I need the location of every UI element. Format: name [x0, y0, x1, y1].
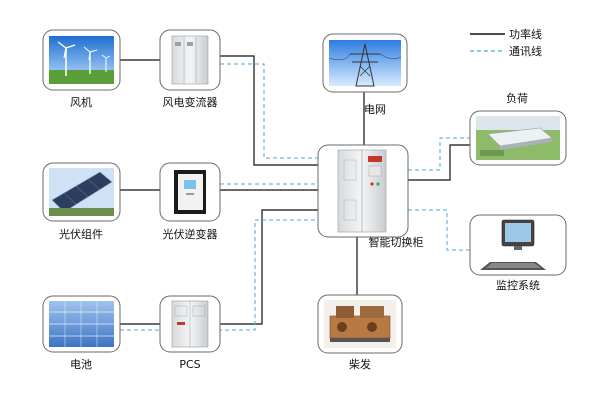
power-line-cabinet-load	[408, 144, 470, 181]
power-line-pcs-cabinet	[220, 209, 318, 325]
power-line-wind-converter-cabinet	[220, 55, 318, 166]
node-diesel: 柴发	[317, 294, 403, 371]
wind-turbine-icon	[49, 36, 114, 84]
pv-module-label: 光伏组件	[59, 227, 103, 241]
pcs-cabinet-icon	[171, 300, 209, 348]
node-pv-inverter: 光伏逆变器	[159, 162, 221, 241]
comm-line-wind-converter	[220, 63, 318, 159]
battery-label: 电池	[70, 358, 92, 371]
node-load: 负荷	[469, 91, 567, 166]
cabinet-icon	[171, 35, 209, 85]
wind-turbine-label: 风机	[70, 95, 92, 109]
pcs-label: PCS	[179, 358, 200, 371]
battery-icon	[49, 301, 114, 347]
computer-icon	[480, 219, 546, 270]
pv-inverter-label: 光伏逆变器	[163, 227, 218, 241]
node-monitor: 监控系统	[469, 214, 567, 292]
node-switch-cabinet: 智能切换柜	[317, 144, 424, 249]
wind-converter-label: 风电变流器	[163, 95, 218, 109]
node-wind-converter: 风电变流器	[159, 29, 221, 109]
comm-lines	[120, 63, 470, 331]
node-grid: 电网	[322, 33, 408, 116]
power-lines	[120, 55, 470, 325]
legend-power-label: 功率线	[509, 27, 542, 41]
comm-line-pcs	[120, 219, 318, 331]
legend-comm-label: 通讯线	[509, 44, 542, 58]
diesel-generator-icon	[324, 300, 396, 348]
solar-panel-icon	[49, 168, 114, 216]
comm-line-load	[408, 137, 470, 171]
switch-cabinet-icon	[337, 149, 387, 233]
grid-label: 电网	[364, 103, 386, 116]
node-pcs: PCS	[159, 295, 221, 371]
legend: 功率线 通讯线	[470, 27, 542, 58]
monitor-label: 监控系统	[496, 278, 540, 292]
node-wind-turbine: 风机	[42, 29, 121, 109]
diesel-label: 柴发	[349, 357, 371, 371]
building-icon	[476, 116, 560, 160]
inverter-icon	[174, 170, 206, 214]
comm-line-monitor	[408, 209, 470, 251]
power-tower-icon	[328, 40, 402, 87]
node-pv-module: 光伏组件	[42, 162, 121, 241]
load-label: 负荷	[506, 91, 528, 105]
node-battery: 电池	[42, 295, 121, 371]
switch-cabinet-label: 智能切换柜	[369, 235, 424, 249]
